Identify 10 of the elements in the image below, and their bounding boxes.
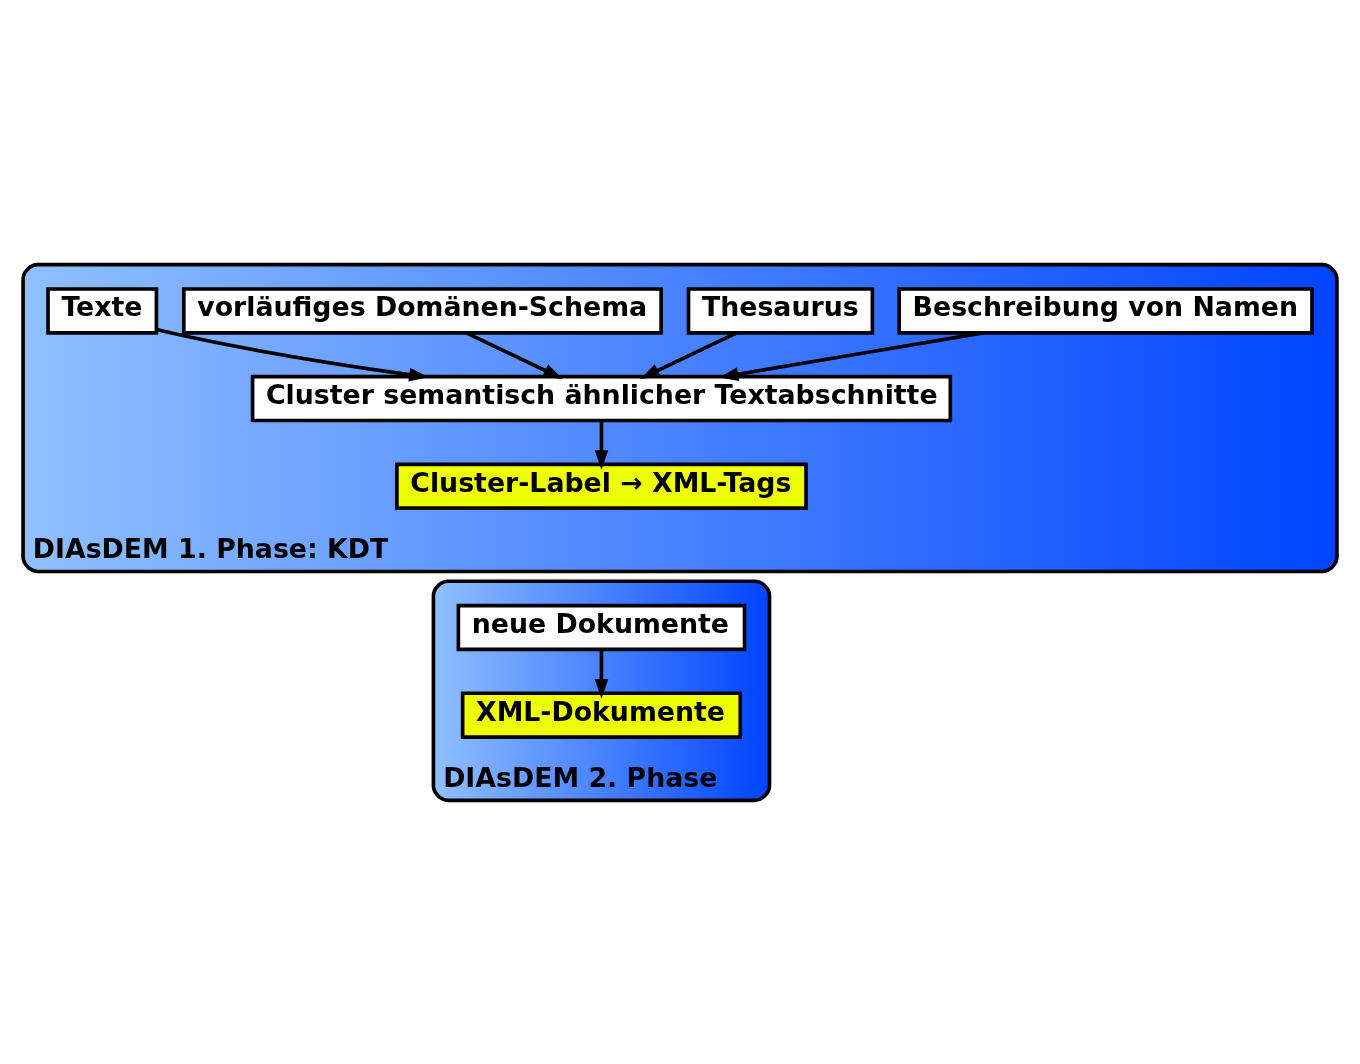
node-box: Cluster semantisch ähnlicher Textabschnitte [250, 374, 953, 422]
node-box: XML-Dokumente [460, 690, 743, 739]
arrow [594, 649, 609, 699]
node-box: Beschreibung von Namen [897, 286, 1314, 335]
node-box: Thesaurus [686, 286, 875, 335]
node-box: Texte [46, 286, 159, 335]
arrow [594, 420, 609, 470]
node-box: vorläufiges Domänen-Schema [181, 286, 663, 335]
node-box: Cluster-Label → XML-Tags [395, 462, 808, 510]
node-box: neue Dokumente [456, 603, 747, 651]
